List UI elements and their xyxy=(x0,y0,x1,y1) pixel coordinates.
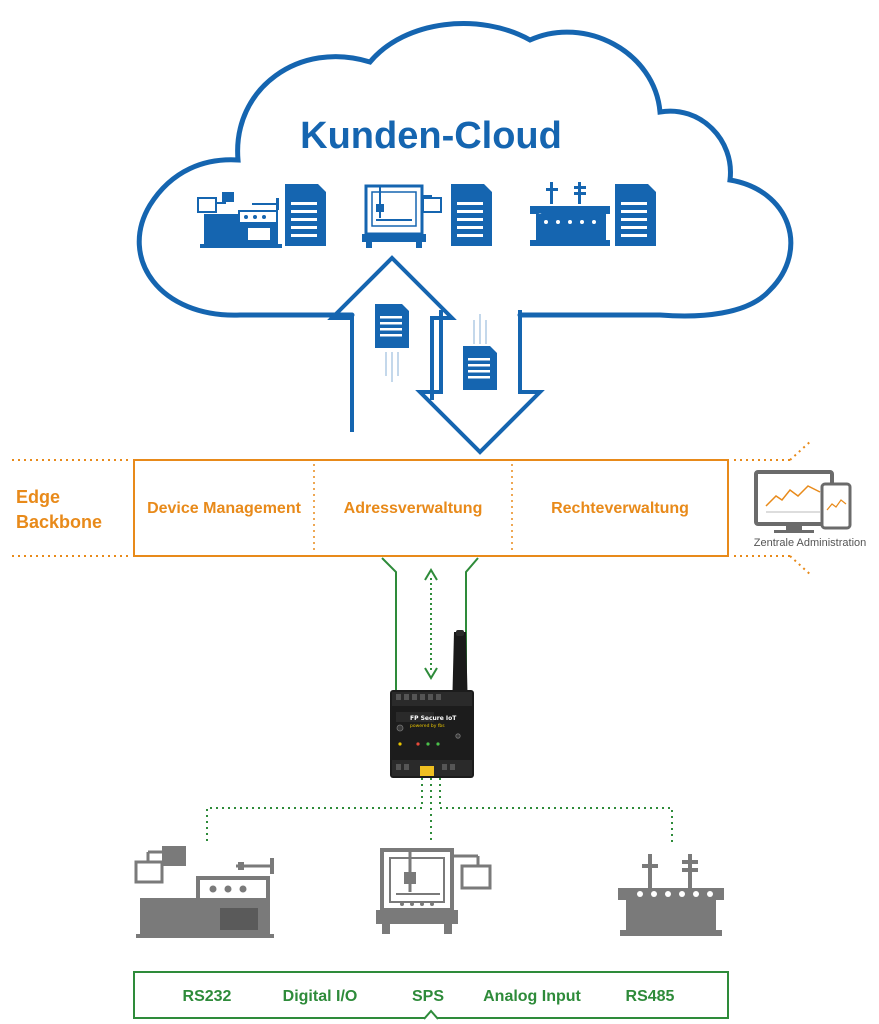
upload-arrow xyxy=(327,255,457,432)
protocol-analog-input: Analog Input xyxy=(483,988,581,1005)
cloud-document-icon-3 xyxy=(615,184,656,246)
gateway-to-machines-links xyxy=(206,778,673,842)
cloud-title: Kunden-Cloud xyxy=(300,115,562,157)
upload-document-icon xyxy=(375,304,409,382)
central-administration: Zentrale Administration xyxy=(754,470,867,549)
iot-gateway-device: FP Secure IoT powered by fbs xyxy=(390,630,474,778)
central-administration-label: Zentrale Administration xyxy=(754,537,867,549)
field-gantry-machine-icon xyxy=(376,848,492,934)
protocol-rs232: RS232 xyxy=(183,988,232,1005)
customer-cloud: Kunden-Cloud xyxy=(136,21,794,319)
protocol-sps: SPS xyxy=(412,988,444,1005)
gateway-link-right xyxy=(465,557,479,690)
edge-section-rechteverwaltung: Rechteverwaltung xyxy=(551,500,689,517)
protocol-bar: RS232 Digital I/O SPS Analog Input RS485 xyxy=(133,971,729,1020)
protocol-digital-io: Digital I/O xyxy=(283,988,358,1005)
link-to-conveyor xyxy=(439,778,673,842)
edge-label-line1: Edge xyxy=(16,487,60,507)
field-lathe-machine-icon xyxy=(134,846,274,938)
edge-section-adressverwaltung: Adressverwaltung xyxy=(344,500,483,517)
gateway-subtitle-text: powered by fbs xyxy=(410,723,445,729)
cloud-gantry-machine-icon xyxy=(362,184,442,248)
download-arrow xyxy=(415,310,545,455)
edge-section-device-management: Device Management xyxy=(147,500,302,517)
protocol-rs485: RS485 xyxy=(626,988,675,1005)
field-conveyor-machine-icon xyxy=(618,854,724,936)
cloud-conveyor-icon xyxy=(530,182,610,246)
cloud-lathe-icon xyxy=(197,192,282,248)
edge-label-line2: Backbone xyxy=(16,512,102,532)
link-to-lathe xyxy=(206,778,423,842)
gateway-connector-port xyxy=(420,766,434,776)
edge-backbone: Edge Backbone Device Management Adressve… xyxy=(12,439,813,577)
admin-dotted-bottom-diag xyxy=(789,555,813,577)
edge-backbone-box xyxy=(133,459,729,557)
cloud-document-icon-1 xyxy=(285,184,326,246)
tablet-icon xyxy=(820,482,852,530)
gateway-brand-text: FP Secure IoT xyxy=(410,715,457,722)
download-document-icon xyxy=(463,314,497,390)
protocol-box-notch xyxy=(423,1009,439,1020)
admin-dotted-top-diag xyxy=(789,439,813,461)
cloud-outline xyxy=(136,21,794,319)
data-flow-arrows xyxy=(327,255,545,455)
cloud-document-icon-2 xyxy=(451,184,492,246)
gateway-link-left xyxy=(381,557,397,690)
